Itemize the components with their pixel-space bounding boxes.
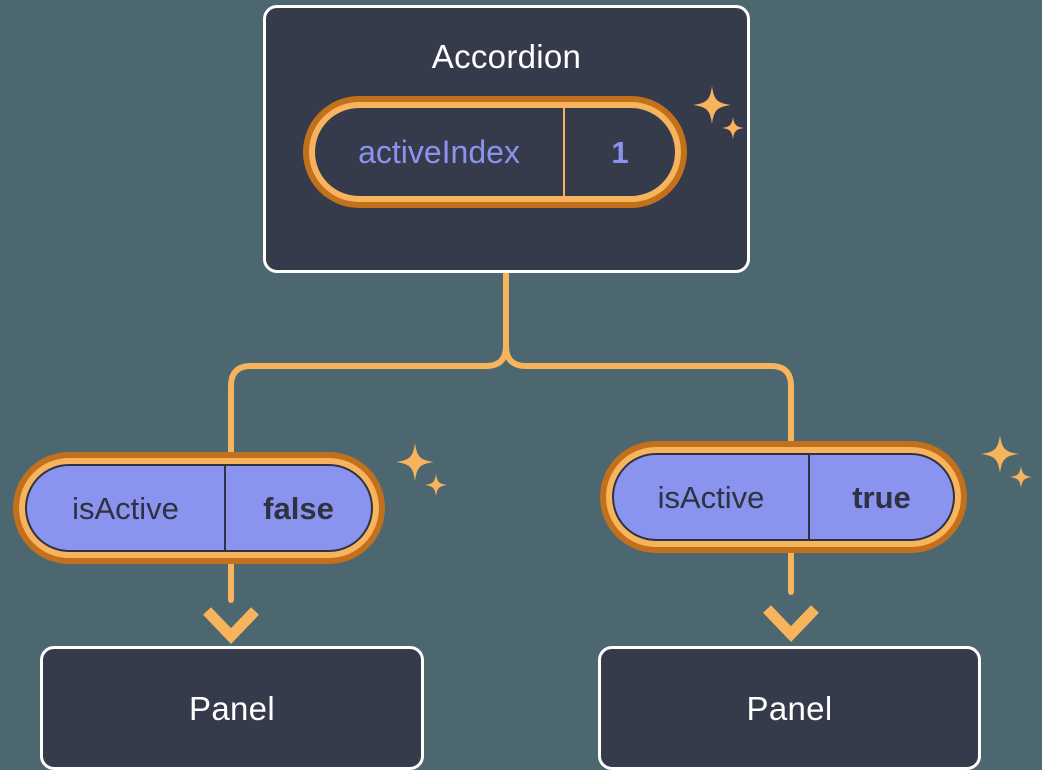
sparkle-large <box>981 435 1019 473</box>
pill-outer-ring: isActive true <box>600 441 967 553</box>
sparkle-small <box>1010 466 1032 488</box>
pill-value-label: 1 <box>611 134 629 170</box>
pill-body: isActive true <box>612 453 955 541</box>
connector-branch-right <box>503 343 794 448</box>
pill-outer-ring: activeIndex 1 <box>303 96 687 208</box>
pill-key-label: isActive <box>27 466 226 550</box>
state-pill-isactive-true[interactable]: isActive true <box>600 441 967 553</box>
pill-inner-ring: activeIndex 1 <box>309 102 681 202</box>
pill-key-label: isActive <box>614 455 810 539</box>
pill-key-label: activeIndex <box>315 108 565 196</box>
panel-node-left[interactable]: Panel <box>40 646 424 770</box>
pill-outer-ring: isActive false <box>13 452 385 564</box>
connector-branch-left <box>228 343 509 458</box>
state-pill-activeindex[interactable]: activeIndex 1 <box>303 96 687 208</box>
arrow-down-icon-left <box>203 607 259 644</box>
sparkles-icon-right <box>981 435 1032 488</box>
state-pill-isactive-false[interactable]: isActive false <box>13 452 385 564</box>
pill-value-label: true <box>852 479 911 515</box>
pill-body: activeIndex 1 <box>315 108 675 196</box>
accordion-title: Accordion <box>431 38 582 75</box>
sparkle-small <box>425 474 447 496</box>
sparkle-large <box>396 443 434 481</box>
pill-value-label: false <box>263 490 334 526</box>
panel-title-right: Panel <box>746 689 833 727</box>
sparkles-icon-left <box>396 443 447 496</box>
pill-body: isActive false <box>25 464 373 552</box>
panel-node-right[interactable]: Panel <box>598 646 981 770</box>
pill-inner-ring: isActive true <box>606 447 961 547</box>
arrow-down-icon-right <box>763 605 819 642</box>
pill-inner-ring: isActive false <box>19 458 379 558</box>
panel-title-left: Panel <box>189 689 275 727</box>
